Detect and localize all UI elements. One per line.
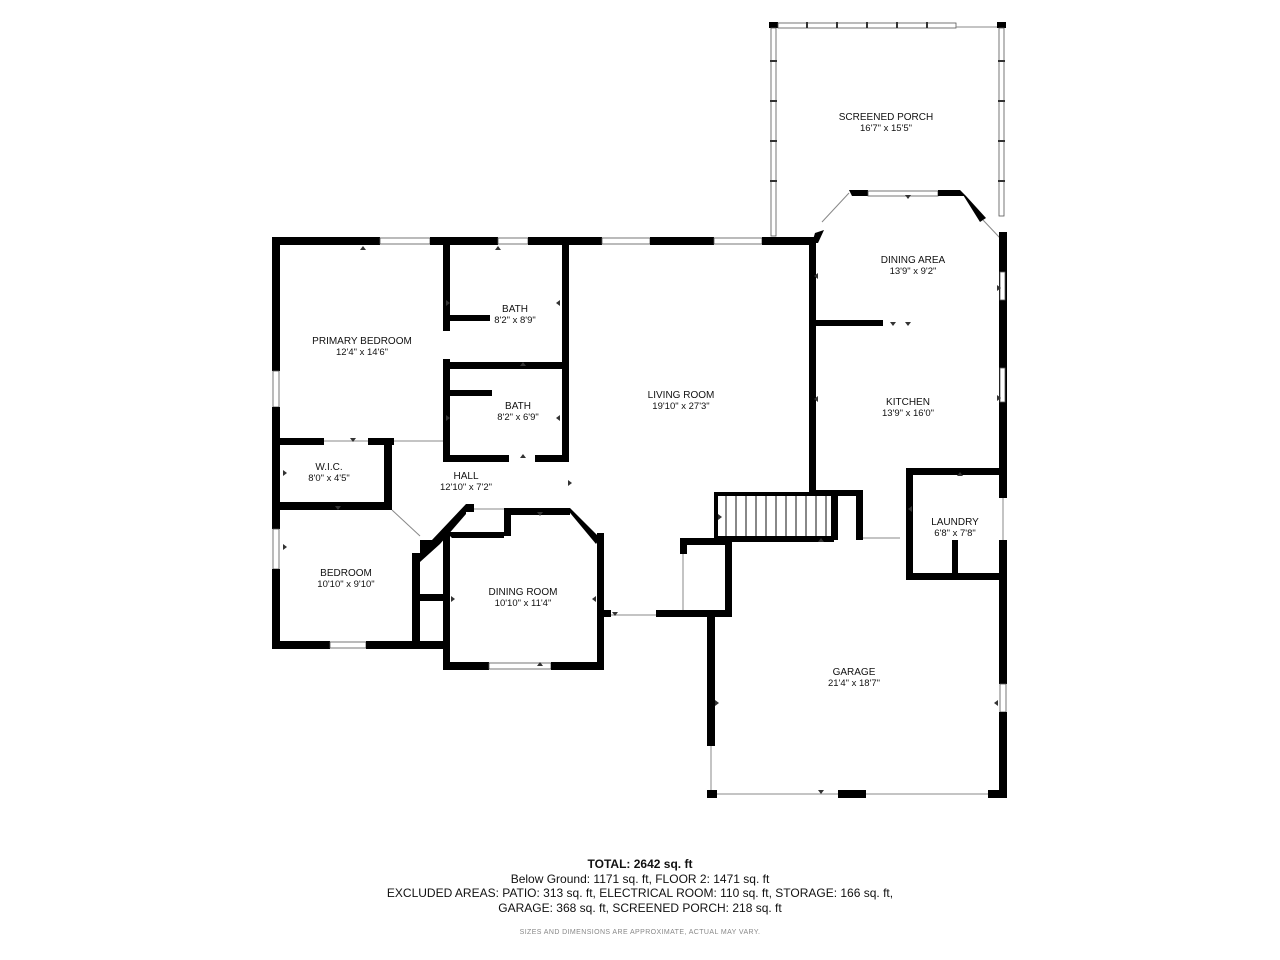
room-label-bath-1: BATH 8'2" x 8'9" bbox=[494, 304, 536, 326]
room-label-hall: HALL 12'10" x 7'2" bbox=[440, 471, 492, 493]
room-label-bath-2: BATH 8'2" x 6'9" bbox=[497, 401, 539, 423]
room-label-living-room: LIVING ROOM 19'10" x 27'3" bbox=[648, 390, 715, 412]
room-label-laundry: LAUNDRY 6'8" x 7'8" bbox=[931, 517, 979, 539]
room-label-dining-area: DINING AREA 13'9" x 9'2" bbox=[881, 255, 946, 277]
room-dimensions: 8'0" x 4'5" bbox=[308, 473, 350, 484]
stairs bbox=[714, 492, 834, 542]
disclaimer: SIZES AND DIMENSIONS ARE APPROXIMATE, AC… bbox=[519, 929, 761, 936]
dining-area-bay-walls bbox=[812, 190, 1007, 472]
room-name: W.I.C. bbox=[315, 462, 342, 473]
room-label-garage: GARAGE 21'4" x 18'7" bbox=[828, 667, 880, 689]
room-label-bedroom: BEDROOM 10'10" x 9'10" bbox=[317, 568, 374, 590]
area-breakdown-line-1: Below Ground: 1171 sq. ft, FLOOR 2: 1471… bbox=[510, 872, 770, 886]
room-dimensions: 8'2" x 6'9" bbox=[497, 412, 539, 423]
laundry-walls bbox=[906, 468, 1007, 580]
room-dimensions: 21'4" x 18'7" bbox=[828, 678, 880, 689]
area-breakdown-line-3: GARAGE: 368 sq. ft, SCREENED PORCH: 218 … bbox=[498, 901, 782, 915]
room-label-kitchen: KITCHEN 13'9" x 16'0" bbox=[882, 397, 934, 419]
room-name: GARAGE bbox=[833, 667, 876, 678]
room-dimensions: 16'7" x 15'5" bbox=[860, 123, 912, 134]
room-label-screened-porch: SCREENED PORCH 16'7" x 15'5" bbox=[839, 112, 933, 134]
dining-room-walls bbox=[412, 504, 656, 670]
left-exterior-wall bbox=[272, 237, 448, 649]
room-dimensions: 12'4" x 14'6" bbox=[336, 347, 388, 358]
room-name: DINING ROOM bbox=[489, 587, 558, 598]
room-name: KITCHEN bbox=[886, 397, 930, 408]
room-dimensions: 19'10" x 27'3" bbox=[652, 401, 709, 412]
room-name: DINING AREA bbox=[881, 255, 946, 266]
room-name: PRIMARY BEDROOM bbox=[312, 336, 412, 347]
room-label-dining-room: DINING ROOM 10'10" x 11'4" bbox=[489, 587, 558, 609]
room-label-primary-bedroom: PRIMARY BEDROOM 12'4" x 14'6" bbox=[312, 336, 412, 358]
door-markers bbox=[283, 195, 1001, 794]
room-dimensions: 10'10" x 11'4" bbox=[495, 598, 552, 609]
bedroom-wing-walls bbox=[278, 241, 569, 537]
room-name: HALL bbox=[453, 471, 478, 482]
room-name: LAUNDRY bbox=[931, 517, 979, 528]
room-name: BEDROOM bbox=[320, 568, 372, 579]
room-name: BATH bbox=[502, 304, 528, 315]
total-area: TOTAL: 2642 sq. ft bbox=[587, 857, 693, 871]
room-name: SCREENED PORCH bbox=[839, 112, 933, 123]
room-dimensions: 10'10" x 9'10" bbox=[317, 579, 374, 590]
room-label-wic: W.I.C. 8'0" x 4'5" bbox=[308, 462, 350, 484]
screened-porch-walls bbox=[769, 22, 1006, 237]
living-kitchen-walls bbox=[809, 243, 900, 540]
room-dimensions: 13'9" x 16'0" bbox=[882, 408, 934, 419]
room-dimensions: 13'9" x 9'2" bbox=[890, 266, 937, 277]
area-breakdown-line-2: EXCLUDED AREAS: PATIO: 313 sq. ft, ELECT… bbox=[386, 886, 894, 900]
room-name: BATH bbox=[505, 401, 531, 412]
room-name: LIVING ROOM bbox=[648, 390, 715, 401]
room-dimensions: 12'10" x 7'2" bbox=[440, 482, 492, 493]
main-top-wall bbox=[272, 237, 816, 245]
room-dimensions: 8'2" x 8'9" bbox=[494, 315, 536, 326]
room-dimensions: 6'8" x 7'8" bbox=[934, 528, 976, 539]
garage-walls bbox=[656, 538, 1007, 798]
